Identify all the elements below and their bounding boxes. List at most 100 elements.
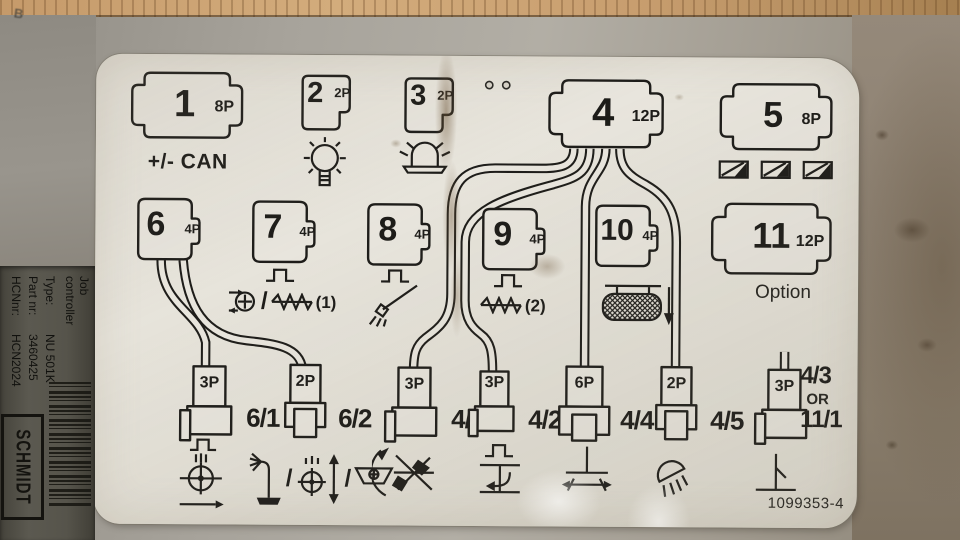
connector-5: 5 8P [719,81,833,152]
pulse-signal-icon [484,442,514,458]
pin-count: 2P [437,87,454,103]
pin-count: 2P [295,372,316,391]
impeller-rotation-icon [372,447,438,503]
slash-separator: / [260,287,268,315]
brush-mat-icon [595,283,674,326]
rivet-hole [503,82,510,89]
coil-note: (2) [524,295,546,315]
pin-count: 4P [642,228,659,244]
connector-number: 3 [410,79,427,112]
wiring-diagram-decal: 1 8P +/- CAN 2 2P 3 2P 4 12P [93,53,860,529]
part-row: Part nr: 3460425 [25,276,40,381]
plug-6-1: 3P [177,360,241,442]
light-bulb-icon [301,135,349,193]
wood-strip [0,0,960,17]
pulse-signal-icon [380,267,410,283]
connector-9: 9 4P [480,206,546,272]
hcn-value: HCN2024 [9,334,23,387]
plug-4-4: 6P [554,360,615,444]
pin-count: 3P [199,374,220,392]
barcode [49,382,91,508]
mast-icon [752,450,800,494]
circuit-label-6-1: 6/1 [246,402,280,433]
plug-4-1: 3P [382,361,446,443]
schmidt-logo: SCHMIDT [1,414,44,520]
connector-number: 4 [591,90,615,135]
heater-coil-icon [480,296,522,314]
can-bus-label: +/- CAN [147,149,228,174]
connector-1: 1 8P [126,71,248,140]
work-lamp-icon [646,451,698,499]
part-value: 3460425 [26,334,40,381]
spray-nozzle-icon [367,283,419,327]
connector-number: 5 [762,93,784,135]
circuit-label-11-1: 11/1 [800,405,842,434]
connector-3: 3 2P [401,77,457,135]
connector-number: 1 [174,83,196,126]
pin-count: 2P [666,375,687,393]
hcn-key: HCNnr: [9,276,23,317]
circuit-label-6-2: 6/2 [338,403,372,434]
connector-6: 6 4P [135,196,201,262]
pin-count: 4P [299,223,316,240]
connector-7-function-icons: / (1) [228,286,337,317]
product-name-line1: Job [77,276,91,296]
disc-lift-icon [295,454,339,505]
product-name-line2: controller [63,276,77,326]
slash-separator: / [344,465,352,493]
pulse-signal-icon [493,272,523,288]
rivet-hole [486,81,493,88]
brand-name: SCHMIDT [11,429,34,505]
option-label: Option [754,281,812,304]
heater-coil-icon [271,293,313,311]
pin-count: 3P [484,374,505,392]
device-id-label: Job controller Type: NU 501K Part nr: 34… [0,266,95,540]
device-id-label-content: Job controller Type: NU 501K Part nr: 34… [1,268,94,536]
connector-number: 9 [493,215,513,254]
connector-10: 10 4P [593,203,659,269]
circuit-label-4-5: 4/5 [710,405,744,436]
pin-count: 4P [184,221,201,237]
pulse-signal-icon [189,436,217,452]
pin-count: 12P [795,232,825,251]
coil-note: (1) [315,292,337,312]
pin-count: 3P [404,375,425,393]
plug-4-5: 2P [648,361,705,445]
connector-9-function-icons: (2) [480,292,546,318]
connector-11: 11 12P [710,201,832,276]
metal-panel-stained [852,15,960,540]
pulse-signal-icon [265,267,295,283]
type-row: Type: NU 501K [42,276,57,383]
pin-count: 12P [631,107,661,126]
connector-number: 2 [307,76,324,110]
spread-width-icon [561,445,612,497]
pin-count: 4P [414,226,431,242]
rotating-beacon-icon [399,140,451,180]
plug-6-2: 2P [277,359,334,443]
connector-number: 8 [378,210,398,249]
spinner-disc-icon [176,452,224,509]
spreader-gate-icons [718,159,834,182]
pin-count: 8P [214,98,235,116]
connector-number: 6 [146,204,166,244]
connector-number: 7 [263,207,283,246]
plug-4-2: 3P [466,360,523,444]
chute-fold-icon [478,462,522,500]
pin-count: 4P [529,231,546,247]
slash-separator: / [285,464,293,492]
connector-4: 4 12P [544,78,668,149]
connector-8: 8 4P [365,201,431,267]
pump-circulation-icon [228,289,258,314]
circuit-label-4-3: 4/3 [800,361,831,390]
pin-count: 3P [774,377,795,395]
hcn-row: HCNnr: HCN2024 [8,276,23,387]
connector-7: 7 4P [250,199,316,265]
pin-count: 2P [334,85,351,101]
connector-number: 11 [752,214,791,256]
connector-number: 10 [600,213,634,247]
decal-part-number: 1099353-4 [767,494,844,513]
wash-arm-icon [249,452,281,505]
pin-count: 6P [574,374,595,392]
metal-panel-left [0,15,96,270]
